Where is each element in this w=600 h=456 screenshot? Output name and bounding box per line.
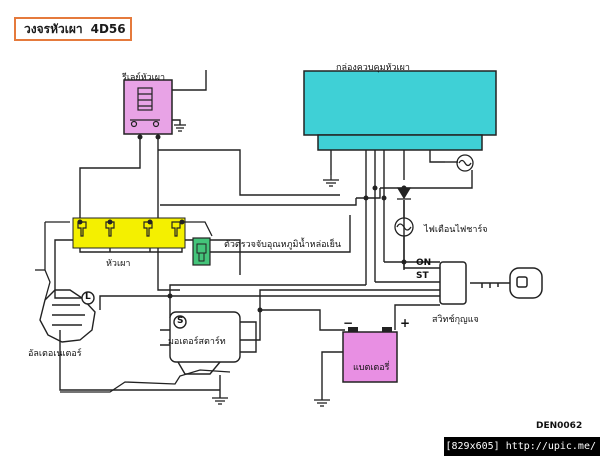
l-terminal-label: L bbox=[85, 292, 91, 302]
ground-icon bbox=[323, 175, 339, 187]
wire bbox=[321, 351, 345, 400]
alternator-label: อัลเตอเนเตอร์ bbox=[28, 349, 82, 359]
wire bbox=[160, 198, 357, 206]
temp-sensor-label: ตัวตรวจจับอุณหภูมิน้ำหล่อเย็น bbox=[224, 240, 342, 250]
controller-base bbox=[317, 134, 483, 151]
wire bbox=[429, 150, 445, 163]
lamp-icon bbox=[456, 154, 474, 172]
starter-label: มอเตอร์สตาร์ท bbox=[168, 337, 226, 347]
wire bbox=[380, 170, 473, 189]
wire bbox=[394, 304, 440, 330]
ground-icon bbox=[314, 399, 330, 407]
wire bbox=[158, 149, 340, 196]
key-switch-body bbox=[439, 261, 467, 305]
glow-relay-label: รีเลย์หัวเผา bbox=[122, 73, 166, 83]
wire bbox=[210, 215, 351, 253]
wire bbox=[403, 236, 440, 269]
watermark: [829x605] http://upic.me/ bbox=[444, 437, 600, 456]
wire bbox=[210, 289, 440, 341]
title-text: วงจรหัวเผา bbox=[24, 21, 83, 36]
relay-coil-icon bbox=[130, 87, 160, 128]
wire bbox=[99, 295, 440, 310]
engine-outline bbox=[44, 221, 231, 393]
battery-label: แบตเตอรี่ bbox=[353, 363, 390, 373]
alternator-icon bbox=[39, 289, 96, 343]
wire bbox=[54, 239, 241, 299]
title-model: 4D56 bbox=[90, 22, 126, 36]
key-icon bbox=[470, 267, 543, 299]
controller-box bbox=[303, 70, 497, 136]
st-label: ST bbox=[416, 271, 429, 281]
glow-plug-highlight bbox=[72, 217, 186, 249]
wire bbox=[260, 309, 345, 331]
junction-dots bbox=[77, 185, 407, 313]
key-switch-label: สวิทช์กุญแจ bbox=[432, 315, 479, 325]
diagram-code: DEN0062 bbox=[536, 421, 583, 431]
wire bbox=[172, 119, 181, 125]
wire bbox=[172, 70, 207, 91]
battery-box bbox=[342, 331, 398, 383]
controller-label: กล่องควบคุมหัวเผา bbox=[336, 63, 410, 73]
wire bbox=[169, 284, 366, 318]
wire bbox=[59, 330, 220, 391]
title-box: วงจรหัวเผา 4D56 bbox=[14, 17, 132, 41]
on-label: ON bbox=[416, 258, 432, 268]
starter-icon bbox=[160, 311, 257, 375]
glow-plug-icon bbox=[77, 221, 181, 237]
s-terminal-label: S bbox=[177, 316, 184, 326]
ground-icon bbox=[174, 124, 186, 132]
battery-plus-label: + bbox=[400, 316, 411, 330]
wire bbox=[157, 137, 180, 291]
wire bbox=[79, 137, 141, 222]
charge-lamp-icon bbox=[394, 217, 414, 237]
glow-plugs-label: หัวเผา bbox=[106, 259, 131, 269]
ground-icon bbox=[212, 397, 228, 405]
battery-minus-label: − bbox=[343, 316, 354, 330]
charge-lamp-label: ไฟเตือนไฟชาร์จ bbox=[424, 225, 488, 235]
